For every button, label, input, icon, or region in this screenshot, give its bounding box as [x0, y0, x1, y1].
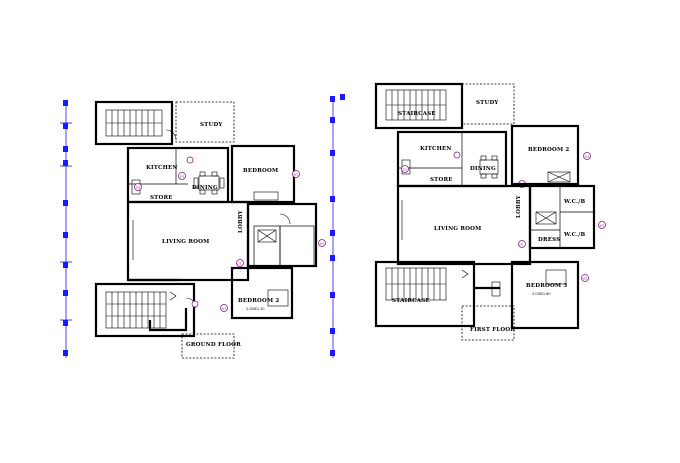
room-label-bedroom2-right: BEDROOM 2: [528, 147, 569, 153]
room-size-bedroom3-right: 3.00X3.80: [532, 292, 551, 296]
room-label-bedroom-left: BEDROOM: [243, 168, 278, 174]
svg-text:W1: W1: [585, 155, 590, 159]
dining-table-right: [479, 155, 499, 179]
room-label-living-room-left: LIVING ROOM: [162, 239, 209, 245]
dimension-line-left: [60, 100, 72, 358]
room-label-lobby-left: LOBBY: [238, 210, 244, 233]
svg-text:D3: D3: [180, 175, 184, 179]
room-label-dress-right: DRESS: [538, 237, 560, 243]
staircase-left-top-steps: [106, 110, 162, 136]
dimension-line-middle: [330, 94, 345, 358]
staircase-right-top-steps: [386, 90, 446, 120]
floor-title-ground: GROUND FLOOR: [186, 342, 241, 348]
svg-text:D3: D3: [403, 168, 407, 172]
room-label-study-right: STUDY: [476, 100, 499, 106]
dining-table-left: [193, 171, 225, 195]
room-label-lobby-right: LOBBY: [516, 195, 522, 218]
room-label-bedroom3-right: BEDROOM 3: [526, 283, 567, 289]
room-label-bedroom2-left: BEDROOM 2: [238, 298, 279, 304]
svg-text:W2: W2: [600, 224, 605, 228]
plan-right: STAIRCASE STUDY KITCHEN STORE DINING D3 …: [374, 82, 606, 341]
room-label-dining-right: DINING: [470, 166, 496, 172]
room-label-kitchen-left: KITCHEN: [146, 165, 178, 171]
svg-text:D1: D1: [520, 243, 524, 247]
room-label-staircase-bottom-right: STAIRCASE: [392, 298, 430, 304]
svg-text:W1: W1: [583, 277, 588, 281]
svg-text:W2: W2: [320, 242, 325, 246]
staircase-right-bottom-steps: [386, 268, 446, 300]
room-label-living-room-right: LIVING ROOM: [434, 226, 481, 232]
plan-left: STUDY KITCHEN STORE DINING D3 D3 BEDROOM…: [60, 94, 345, 359]
room-label-store-left: STORE: [150, 195, 173, 201]
svg-text:W1: W1: [294, 173, 299, 177]
svg-text:W1: W1: [222, 307, 227, 311]
floor-title-first: FIRST FLOOR: [470, 327, 515, 333]
staircase-left-bottom-steps: [106, 292, 166, 328]
room-label-wc-bottom-right: W.C./B: [563, 232, 585, 238]
room-label-store-right: STORE: [430, 177, 453, 183]
room-label-staircase-top-right: STAIRCASE: [398, 111, 436, 117]
room-size-bedroom2-left: 2.80X3.10: [246, 307, 265, 311]
room-label-dining-left: DINING: [192, 185, 218, 191]
room-label-kitchen-right: KITCHEN: [420, 146, 452, 152]
svg-text:D3: D3: [136, 186, 140, 190]
svg-text:D1: D1: [238, 262, 242, 266]
room-label-wc-top-right: W.C./B: [563, 199, 585, 205]
room-label-study: STUDY: [200, 122, 223, 128]
